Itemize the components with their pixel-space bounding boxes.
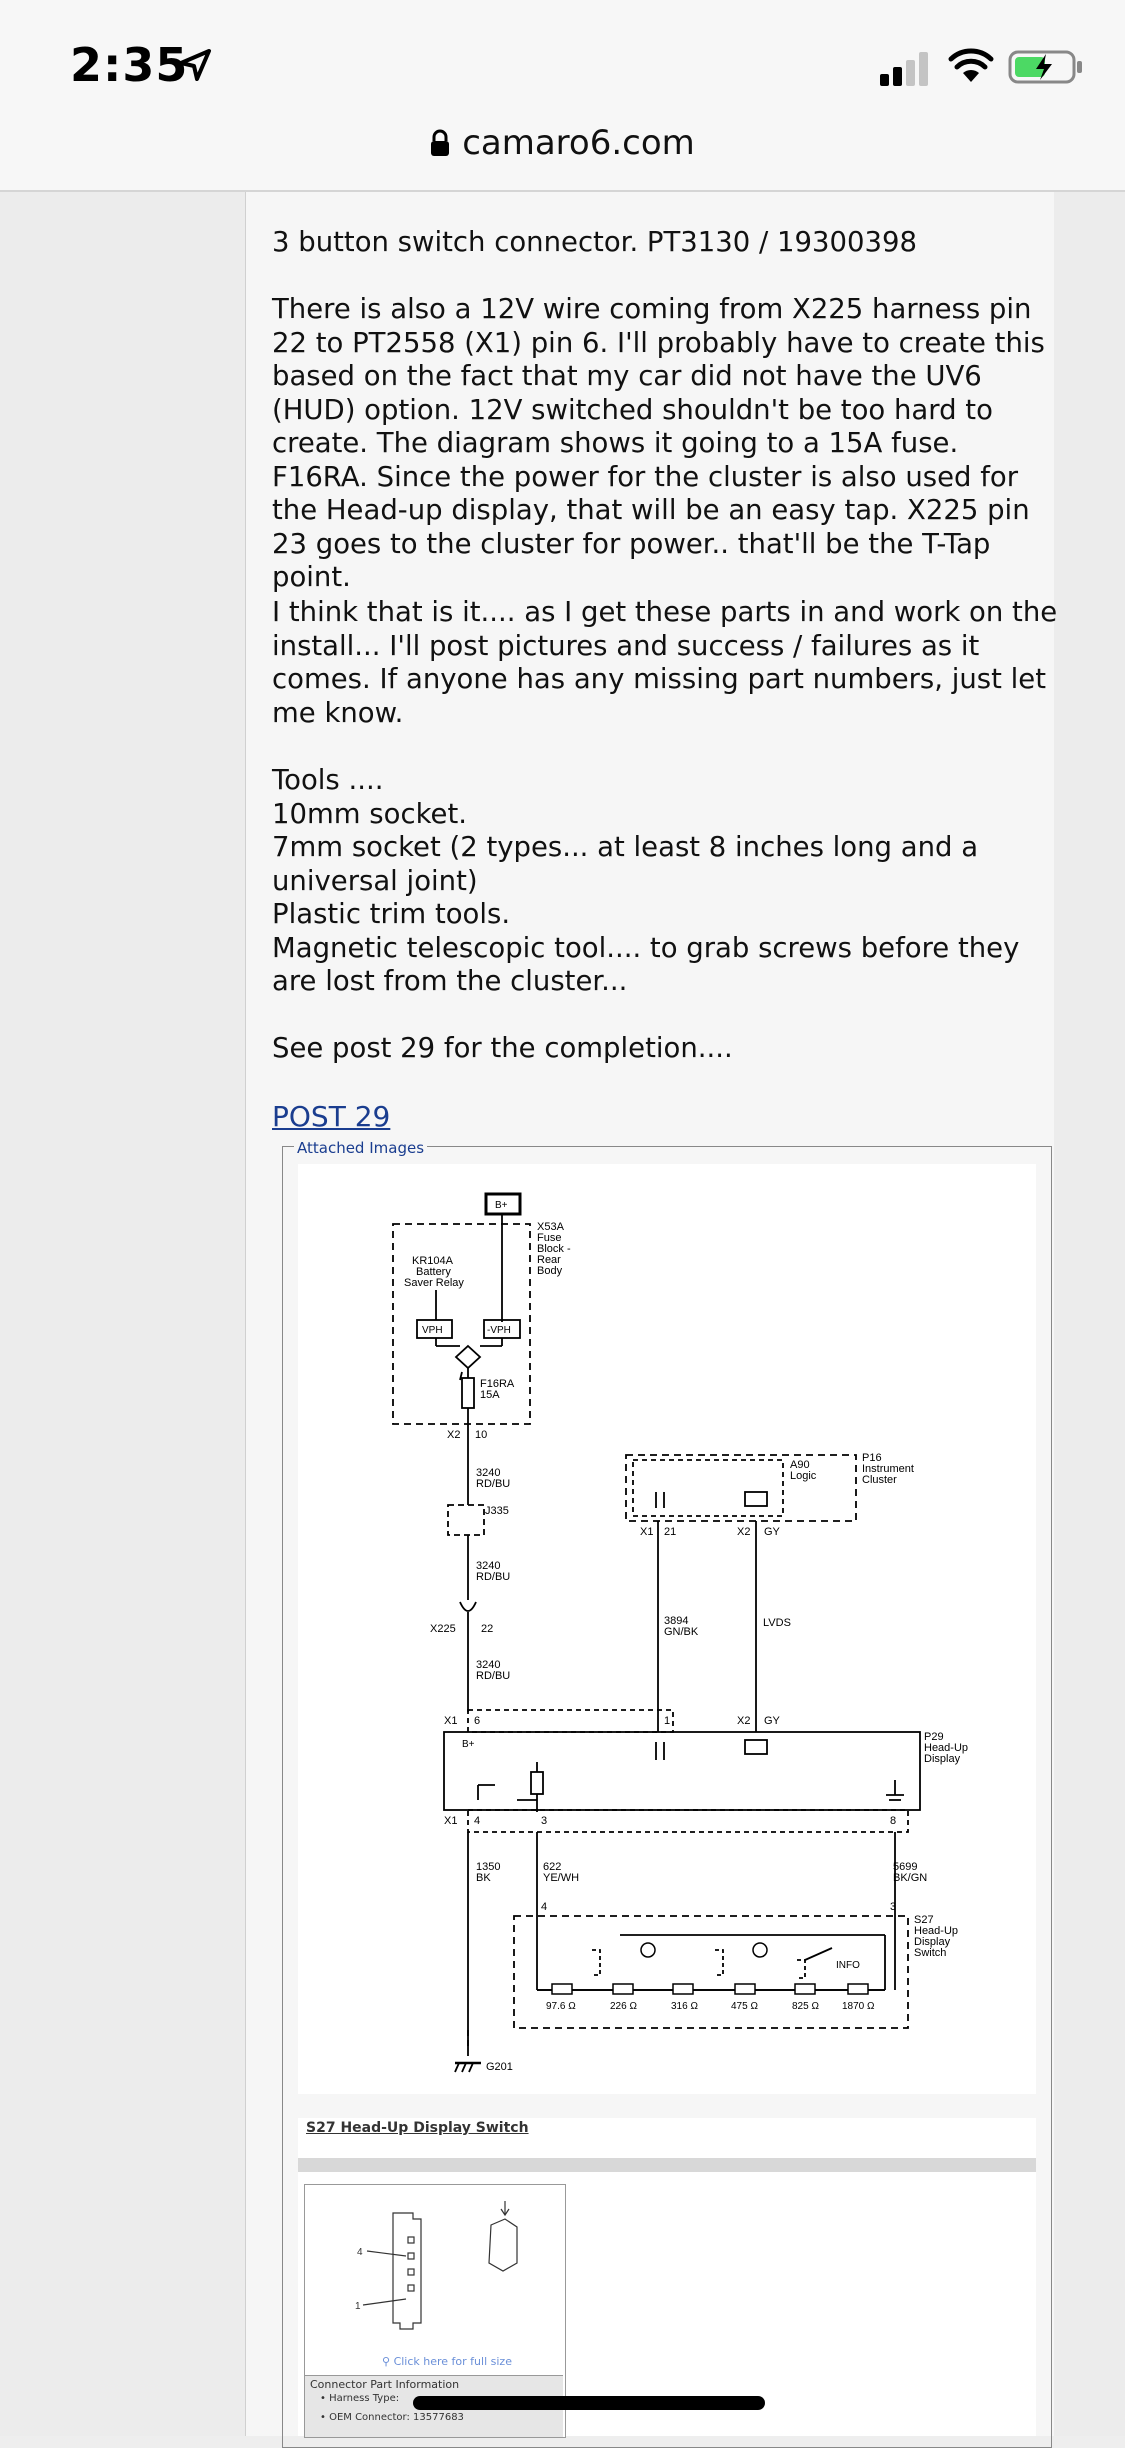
diagram-label: VPH [422, 1325, 443, 1336]
diagram-label: X2 [447, 1429, 460, 1441]
post-paragraph: There is also a 12V wire coming from X22… [272, 293, 1045, 593]
diagram-label: X1 [444, 1815, 457, 1827]
diagram-label: X1 [444, 1715, 457, 1727]
diagram-label: P16 [862, 1452, 882, 1464]
diagram-label: KR104A [412, 1255, 454, 1267]
magnifier-icon: ⚲ [382, 2355, 394, 2368]
diagram-label: Block - [537, 1243, 571, 1255]
wifi-icon [948, 48, 994, 82]
cellular-signal-icon [880, 52, 928, 86]
diagram-label: 1 [664, 1715, 670, 1727]
home-indicator[interactable] [413, 2396, 765, 2410]
connector-pin-label: 1 [355, 2301, 361, 2312]
lock-icon [431, 129, 450, 156]
diagram-label: Switch [914, 1947, 946, 1959]
diagram-label: 21 [664, 1526, 676, 1538]
diagram-label: X2 [737, 1526, 750, 1538]
connector-part-item: • OEM Connector: 13577683 [320, 2412, 464, 2423]
battery-charging-icon [1008, 50, 1082, 84]
post-paragraph: See post 29 for the completion.... [272, 1032, 733, 1064]
resistor-label: 97.6 Ω [546, 2001, 576, 2012]
resistor-label: 316 Ω [671, 2001, 698, 2012]
diagram-label: 3 [541, 1815, 547, 1827]
diagram-label: Instrument [862, 1463, 914, 1475]
diagram-label: 4 [474, 1815, 480, 1827]
diagram-label: 8 [890, 1815, 896, 1827]
diagram-label: RD/BU [476, 1670, 510, 1682]
diagram-label: P29 [924, 1731, 944, 1743]
diagram-label: Head-Up [914, 1925, 958, 1937]
section-divider [298, 2158, 1036, 2172]
diagram-label: A90 [790, 1459, 810, 1471]
diagram-label: YE/WH [543, 1872, 579, 1884]
post-paragraph: I think that is it.... as I get these pa… [272, 596, 1058, 729]
post-paragraph: Tools .... 10mm socket. 7mm socket (2 ty… [272, 764, 1020, 997]
diagram-label: Cluster [862, 1474, 897, 1486]
diagram-label: Saver Relay [404, 1277, 464, 1289]
diagram-label: GY [764, 1526, 781, 1538]
diagram-label: 3894 [664, 1615, 688, 1627]
connector-part-info-title: Connector Part Information [310, 2378, 460, 2391]
diagram-label: J335 [485, 1505, 509, 1517]
resistor-label: 1870 Ω [842, 2001, 875, 2012]
diagram-label: 1350 [476, 1861, 500, 1873]
diagram-label: 3 [890, 1901, 896, 1913]
diagram-label: Fuse [537, 1232, 561, 1244]
connector-part-item: • Harness Type: [320, 2393, 400, 2404]
resistor-label: 825 Ω [792, 2001, 819, 2012]
connector-drawing: 4 1 [355, 2201, 518, 2330]
resistor-label: 475 Ω [731, 2001, 758, 2012]
connector-pin-label: 4 [357, 2247, 363, 2258]
s27-title[interactable]: S27 Head-Up Display Switch [306, 2120, 529, 2136]
browser-address-bar[interactable]: camaro6.com [0, 105, 1125, 192]
diagram-label: LVDS [763, 1617, 791, 1629]
post-paragraph: 3 button switch connector. PT3130 / 1930… [272, 226, 918, 258]
diagram-label: G201 [486, 2061, 513, 2073]
diagram-label: BK [476, 1872, 491, 1884]
diagram-label: 3240 [476, 1659, 500, 1671]
diagram-label: X53A [537, 1221, 565, 1233]
diagram-label: X1 [640, 1526, 653, 1538]
clock-time: 2:35 [70, 38, 189, 92]
diagram-label: 3240 [476, 1560, 500, 1572]
diagram-label: BK/GN [893, 1872, 927, 1884]
diagram-label: Logic [790, 1470, 817, 1482]
diagram-label: Battery [416, 1266, 451, 1278]
diagram-label: X225 [430, 1623, 456, 1635]
diagram-label: 3240 [476, 1467, 500, 1479]
diagram-label: 6 [474, 1715, 480, 1727]
diagram-label: X2 [737, 1715, 750, 1727]
diagram-label: Display [914, 1936, 951, 1948]
location-arrow-icon [179, 49, 211, 81]
diagram-label: 22 [481, 1623, 493, 1635]
diagram-label: GN/BK [664, 1626, 699, 1638]
diagram-label: B+ [462, 1739, 475, 1750]
wiring-diagram: B+ X53A Fuse Block - Rear Body KR104A Ba… [392, 1192, 968, 2073]
diagram-label: GY [764, 1715, 781, 1727]
diagram-label: 15A [480, 1389, 500, 1401]
right-gutter [1054, 192, 1125, 2436]
diagram-label: 622 [543, 1861, 561, 1873]
diagram-label: F16RA [480, 1378, 515, 1390]
diagram-label: 4 [541, 1901, 547, 1913]
attached-images-legend: Attached Images [294, 1139, 428, 1157]
post-29-link[interactable]: POST 29 [272, 1100, 391, 1133]
diagram-label: Rear [537, 1254, 561, 1266]
diagram-label: 5699 [893, 1861, 917, 1873]
diagram-label: RD/BU [476, 1571, 510, 1583]
diagram-label: Head-Up [924, 1742, 968, 1754]
diagram-label: B+ [495, 1200, 508, 1211]
wiring-diagram-image[interactable]: B+ X53A Fuse Block - Rear Body KR104A Ba… [298, 1164, 1036, 2094]
url-text: camaro6.com [462, 123, 695, 163]
diagram-label: -VPH [487, 1325, 511, 1336]
resistor-label: 226 Ω [610, 2001, 637, 2012]
diagram-label: Body [537, 1265, 563, 1277]
diagram-label: S27 [914, 1914, 934, 1926]
diagram-label: Display [924, 1753, 961, 1765]
diagram-label: INFO [836, 1960, 860, 1971]
click-full-size-link[interactable]: ⚲ Click here for full size [382, 2355, 512, 2368]
left-gutter [0, 192, 245, 2436]
diagram-label: 10 [475, 1429, 487, 1441]
diagram-label: RD/BU [476, 1478, 510, 1490]
